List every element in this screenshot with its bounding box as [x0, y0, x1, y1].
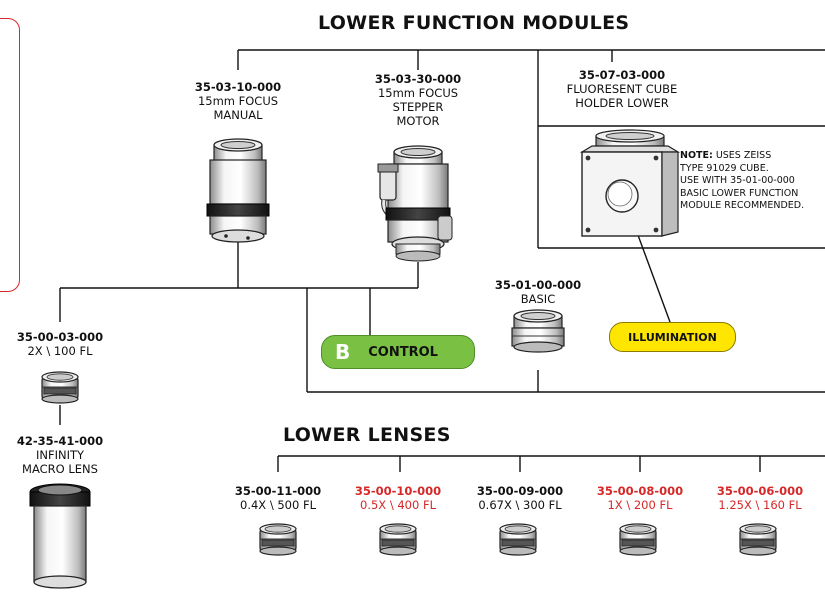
module-line: BASIC — [520, 292, 556, 306]
lens-code: 35-00-06-000 — [716, 484, 804, 498]
lens-spec: 1X \ 200 FL — [607, 498, 673, 512]
lens-label: 35-00-11-000 0.4X \ 500 FL — [218, 484, 338, 512]
cube-note: NOTE: USES ZEISS TYPE 91029 CUBE. USE WI… — [680, 150, 804, 213]
stepper-motor-module-image — [377, 145, 453, 262]
lens-spec: MACRO LENS — [22, 462, 98, 476]
lens-label: 35-00-08-000 1X \ 200 FL — [580, 484, 700, 512]
heading-lower-function-modules: LOWER FUNCTION MODULES — [318, 12, 630, 34]
module-line: 15mm FOCUS — [377, 86, 459, 100]
module-manual-label: 35-03-10-000 15mm FOCUS MANUAL — [168, 80, 308, 122]
heading-lower-lenses: LOWER LENSES — [283, 424, 451, 446]
lens-067x-image — [499, 523, 537, 556]
lens-2x-label: 35-00-03-000 2X \ 100 FL — [0, 330, 120, 358]
lens-label: 35-00-09-000 0.67X \ 300 FL — [460, 484, 580, 512]
connector-lines — [59, 49, 825, 472]
module-code: 35-07-03-000 — [578, 68, 666, 82]
basic-module-image — [511, 309, 565, 353]
note-line: USE WITH 35-01-00-000 — [680, 175, 795, 186]
module-line: MOTOR — [396, 114, 440, 128]
lens-spec: 2X \ 100 FL — [27, 344, 93, 358]
lens-code: 35-00-03-000 — [16, 330, 104, 344]
lens-1x-image — [619, 523, 657, 556]
control-label: CONTROL — [368, 344, 438, 360]
module-basic-label: 35-01-00-000 BASIC — [470, 278, 606, 306]
note-line: BASIC LOWER FUNCTION — [680, 187, 799, 199]
module-code: 35-03-10-000 — [194, 80, 282, 94]
illumination-badge: ILLUMINATION — [609, 322, 736, 352]
manual-focus-module-image — [206, 138, 270, 243]
lens-code: 35-00-11-000 — [234, 484, 322, 498]
lens-spec: 0.5X \ 400 FL — [360, 498, 436, 512]
macro-lens-image — [29, 483, 91, 589]
lens-code: 35-00-08-000 — [596, 484, 684, 498]
lens-spec: 0.67X \ 300 FL — [478, 498, 562, 512]
note-line: USES ZEISS — [712, 150, 772, 161]
lens-code: 42-35-41-000 — [16, 434, 104, 448]
cube-holder-image — [579, 129, 681, 237]
note-line: TYPE 91029 CUBE. — [680, 162, 769, 174]
lens-code: 35-00-10-000 — [354, 484, 442, 498]
note-line: MODULE RECOMMENDED. — [680, 200, 805, 211]
module-code: 35-03-30-000 — [374, 72, 462, 86]
note-bold: NOTE: — [680, 150, 713, 161]
lens-125x-image — [739, 523, 777, 556]
lens-spec: 1.25X \ 160 FL — [718, 498, 802, 512]
control-badge: B CONTROL — [321, 335, 475, 369]
lens-2x-image — [41, 371, 79, 404]
lens-spec: 0.4X \ 500 FL — [240, 498, 316, 512]
lens-label: 35-00-06-000 1.25X \ 160 FL — [700, 484, 820, 512]
lens-code: 35-00-09-000 — [476, 484, 564, 498]
module-stepper-label: 35-03-30-000 15mm FOCUS STEPPER MOTOR — [348, 72, 488, 128]
module-line: MANUAL — [213, 108, 263, 122]
module-line: FLUORESENT CUBE — [566, 82, 678, 96]
lens-04x-image — [259, 523, 297, 556]
module-line: 15mm FOCUS — [197, 94, 279, 108]
lens-05x-image — [379, 523, 417, 556]
module-cube-label: 35-07-03-000 FLUORESENT CUBE HOLDER LOWE… — [552, 68, 692, 110]
illumination-label: ILLUMINATION — [628, 330, 717, 344]
module-code: 35-01-00-000 — [494, 278, 582, 292]
highlight-callout — [0, 18, 20, 292]
control-letter: B — [335, 340, 351, 364]
module-line: HOLDER LOWER — [575, 96, 669, 110]
lens-label: 35-00-10-000 0.5X \ 400 FL — [338, 484, 458, 512]
module-line: STEPPER — [392, 100, 444, 114]
macro-lens-label: 42-35-41-000 INFINITY MACRO LENS — [0, 434, 120, 476]
lens-spec: INFINITY — [35, 448, 85, 462]
